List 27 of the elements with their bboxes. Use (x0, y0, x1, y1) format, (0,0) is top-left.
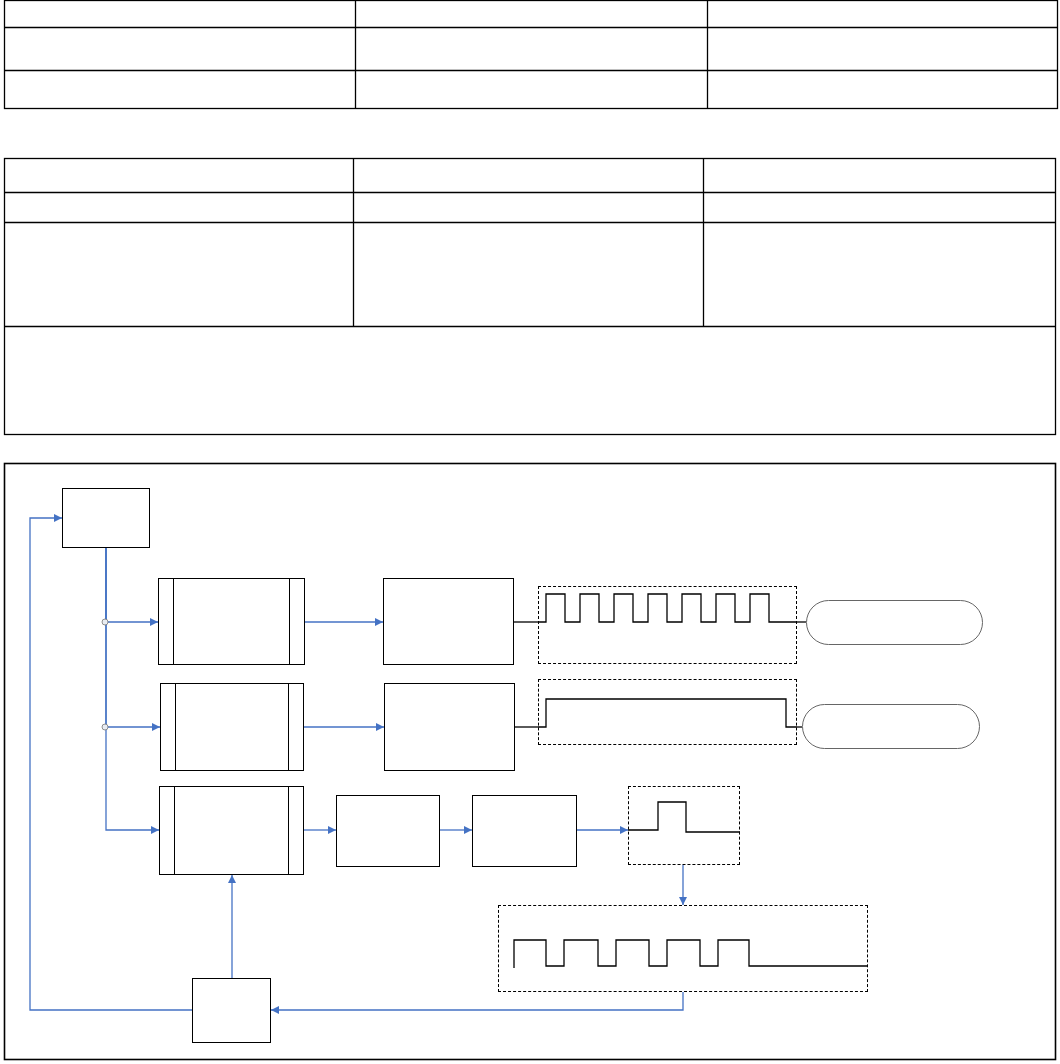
arrow (105, 547, 160, 834)
process-box (62, 488, 150, 548)
arrow (303, 826, 337, 834)
arrow (228, 874, 236, 979)
arrow (29, 514, 193, 1011)
waveform-panel (538, 586, 797, 664)
process-box (472, 795, 577, 867)
connector-line (796, 621, 807, 623)
subroutine-box (160, 683, 304, 771)
waveform-panel (538, 679, 797, 745)
process-box (192, 978, 271, 1043)
waveform-panel (628, 786, 740, 865)
arrow (679, 864, 687, 906)
process-box (336, 795, 440, 867)
arrow (304, 618, 384, 626)
process-box (384, 683, 515, 771)
process-box (383, 578, 514, 665)
connector-line (513, 621, 539, 623)
connector-line (796, 726, 803, 728)
arrow (576, 826, 629, 834)
subroutine-box (158, 578, 305, 665)
arrow (303, 723, 385, 731)
subroutine-box (159, 786, 304, 875)
connector-line (514, 726, 539, 728)
arrow (439, 826, 473, 834)
waveform-panel (498, 905, 868, 992)
arrow (270, 991, 684, 1014)
